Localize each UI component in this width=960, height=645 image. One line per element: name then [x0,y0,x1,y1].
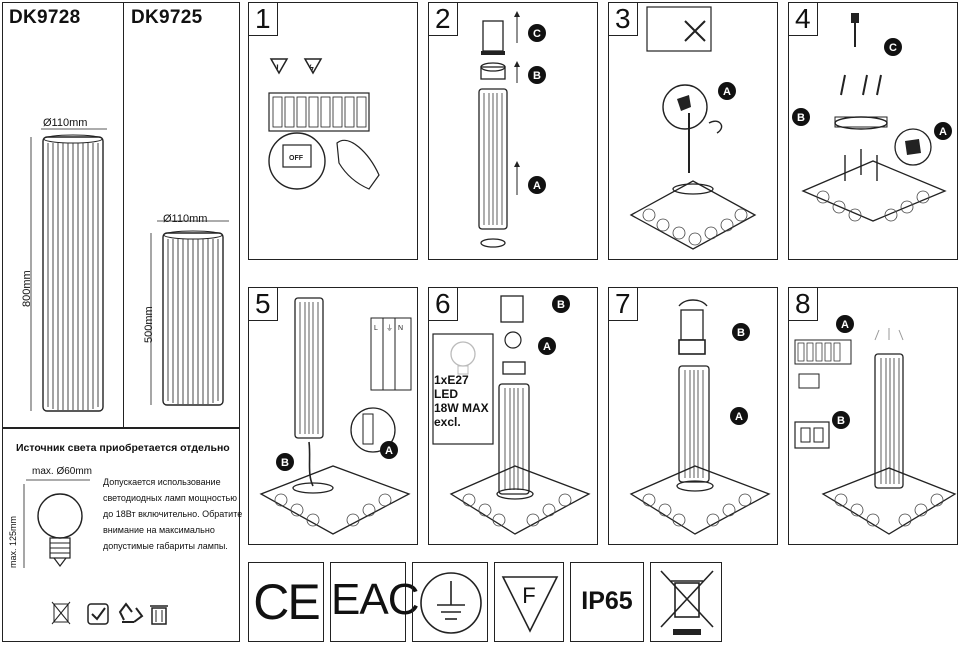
svg-text:A: A [385,445,393,457]
drilling-drawing: A [629,6,757,250]
crossed-box-icon [51,601,71,625]
step-6-panel: 6 B A [428,287,598,545]
svg-text:B: B [737,327,745,339]
dk9725-cylinder-drawing [150,220,229,406]
step-1-panel: 1 ! ϟ OFF [248,2,418,260]
step-5-panel: 5 L ⏚ N B A [248,287,418,545]
dk9728-diameter: Ø110mm [43,117,88,129]
eac-mark: EAC [330,562,419,642]
disassembly-drawing: C B A [478,11,546,248]
f-mark: F [494,562,564,642]
step-7-panel: 7 B A [608,287,778,545]
step-7-number: 7 [609,288,638,321]
lamp-note-panel [2,428,240,642]
lamp-max-height: max. 125mm [8,515,18,568]
step-8-panel: 8 A B [788,287,958,545]
label-b: B [533,70,541,82]
disposal-icons [51,601,168,625]
dk9728-height: 800mm [21,270,33,307]
svg-text:A: A [841,319,849,331]
ce-mark: CE [248,562,324,642]
ground-icon [420,572,482,634]
lamp-note-title: Источник света приобретается отдельно [16,442,230,454]
spec-line-1: 1xE27 [434,373,469,387]
dk9725-diameter: Ø110mm [163,213,208,225]
product-dimensions-panel: DK9728 DK9725 Ø110mm 800mm Ø110mm [2,2,240,428]
dk9728-cylinder-drawing [30,128,107,412]
svg-text:B: B [281,457,289,469]
spec-line-3: 18W MAX [434,401,489,415]
step-3-number: 3 [609,3,638,36]
step-1-number: 1 [249,3,278,36]
rohs-icon [87,603,109,625]
bulb-install-drawing: B A [432,295,591,535]
wiring-drawing: L ⏚ N B A [259,297,412,535]
svg-text:A: A [543,341,551,353]
bulb-icon [23,479,90,568]
step-3-panel: 3 A [608,2,778,260]
mounting-drawing: C B A [792,13,952,222]
spec-line-2: LED [434,387,458,401]
label-c: C [533,28,541,40]
svg-text:C: C [889,42,897,54]
model-dk9728: DK9728 [9,7,81,28]
step-2-panel: 2 C B A [428,2,598,260]
ground-mark [412,562,488,642]
step-2-number: 2 [429,3,458,36]
svg-text:B: B [797,112,805,124]
off-label: OFF [289,155,304,162]
divider [123,3,124,427]
lamp-max-diameter: max. Ø60mm [32,466,93,477]
svg-text:!: ! [276,63,279,73]
spec-line-4: excl. [434,415,461,429]
dk9725-height: 500mm [143,306,155,343]
wire-l-label: L [374,325,378,332]
svg-text:ϟ: ϟ [309,63,314,73]
recycle-icon [118,602,144,623]
power-on-drawing: A B [794,315,957,535]
svg-text:B: B [837,415,845,427]
breaker-switch-drawing: ! ϟ OFF [268,58,380,190]
lamp-spec: 1xE27 LED 18W MAX excl. [434,373,489,429]
weee-mark [650,562,722,642]
svg-text:A: A [939,126,947,138]
svg-text:B: B [557,299,565,311]
lamp-note-text: Допускается использование светодиодных л… [103,477,243,551]
ip65-mark: IP65 [570,562,644,642]
reassembly-drawing: B A [629,299,771,535]
wire-n-label: N [398,325,403,332]
step-4-number: 4 [789,3,818,36]
wire-pe-label: ⏚ [386,324,393,332]
step-8-number: 8 [789,288,818,321]
label-a: A [533,180,541,192]
f-triangle-icon [501,576,559,633]
crossed-bin-icon [660,570,714,635]
step-4-panel: 4 C B A [788,2,958,260]
step-5-number: 5 [249,288,278,321]
trash-icon [150,605,168,625]
step-6-number: 6 [429,288,458,321]
model-dk9725: DK9725 [131,7,203,28]
svg-text:A: A [735,411,743,423]
svg-text:A: A [723,86,731,98]
